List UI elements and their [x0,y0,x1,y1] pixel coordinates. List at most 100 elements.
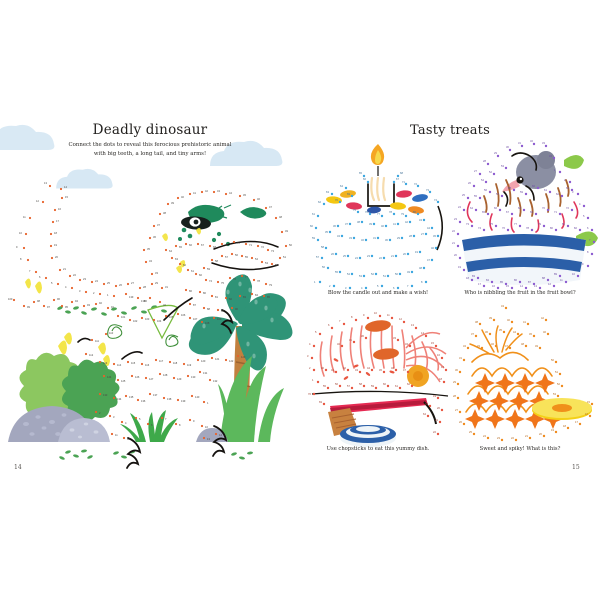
svg-text:62: 62 [318,200,321,204]
tail-marks [57,305,167,316]
svg-text:122: 122 [229,359,234,363]
svg-text:11: 11 [560,278,563,282]
svg-text:66: 66 [189,243,192,247]
svg-text:89: 89 [554,272,557,276]
left-page-subtitle: Connect the dots to reveal this ferociou… [0,141,300,159]
svg-text:7: 7 [165,417,167,421]
svg-text:80: 80 [550,226,553,230]
svg-text:54: 54 [347,272,350,276]
svg-text:5: 5 [583,214,585,218]
svg-text:81: 81 [215,295,218,299]
svg-text:12: 12 [127,437,130,441]
svg-text:92: 92 [99,301,102,305]
svg-text:6: 6 [151,423,153,427]
svg-text:26: 26 [459,420,462,424]
svg-text:15: 15 [431,341,434,345]
svg-text:45: 45 [529,332,532,336]
svg-text:27: 27 [131,281,134,285]
svg-text:2: 2 [93,291,95,295]
svg-text:12: 12 [548,282,551,286]
svg-text:17: 17 [575,420,578,424]
svg-text:65: 65 [179,245,182,249]
caption-birthday-cake: Blow the candle out and make a wish! [327,290,429,296]
svg-text:97: 97 [47,305,50,309]
svg-text:53: 53 [359,274,362,278]
svg-text:57: 57 [316,255,319,259]
svg-text:3: 3 [345,286,347,290]
svg-text:46: 46 [431,246,434,250]
svg-text:79: 79 [538,222,541,226]
svg-text:62: 62 [556,192,559,196]
page-number-right: 15 [572,464,580,471]
svg-text:67: 67 [201,243,204,247]
sushi-dots [310,314,448,436]
svg-text:9: 9 [363,313,365,317]
svg-text:25: 25 [469,430,472,434]
fruit-bowl-body [462,234,586,285]
svg-text:1: 1 [207,401,209,405]
pineapple-dots [456,306,594,442]
subtitle-line-1: Connect the dots to reveal this ferociou… [68,142,232,148]
svg-text:7: 7 [589,238,591,242]
svg-text:31: 31 [165,285,168,289]
svg-text:16: 16 [492,284,495,288]
ground-marks [59,449,253,460]
svg-text:74: 74 [434,198,437,202]
svg-text:63: 63 [566,186,569,190]
svg-text:3: 3 [79,289,81,293]
svg-text:16: 16 [58,207,61,211]
svg-text:59: 59 [371,384,374,388]
svg-text:5: 5 [51,281,53,285]
svg-text:29: 29 [494,151,497,155]
svg-text:55: 55 [474,194,477,198]
svg-text:30: 30 [144,299,147,303]
svg-text:56: 56 [322,265,325,269]
svg-text:4: 4 [309,342,311,346]
svg-text:42: 42 [541,316,544,320]
page-number-left: 14 [14,464,22,471]
svg-text:10: 10 [374,311,377,315]
svg-text:88: 88 [207,307,210,311]
svg-text:23: 23 [497,436,500,440]
svg-text:34: 34 [149,259,152,263]
svg-text:119: 119 [187,363,192,367]
svg-text:21: 21 [452,241,455,245]
svg-text:19: 19 [458,265,461,269]
svg-text:29: 29 [155,281,158,285]
svg-text:60: 60 [310,224,313,228]
svg-text:70: 70 [308,392,311,396]
svg-text:22: 22 [452,229,455,233]
svg-text:40: 40 [321,366,324,370]
svg-text:14: 14 [219,433,222,437]
svg-text:42: 42 [405,220,408,224]
svg-text:71: 71 [402,180,405,184]
svg-text:5: 5 [139,417,141,421]
svg-text:81: 81 [562,222,565,226]
right-page: Tasty treats [300,112,600,492]
svg-text:70: 70 [542,206,545,210]
pineapple-leaves [469,325,523,355]
svg-text:49: 49 [285,229,288,233]
svg-text:104: 104 [157,319,162,323]
svg-text:33: 33 [542,141,545,145]
svg-text:30: 30 [506,145,509,149]
svg-text:14: 14 [520,284,523,288]
svg-text:17: 17 [478,282,481,286]
soy-sauce-bowl [340,425,396,447]
svg-text:31: 31 [349,338,352,342]
svg-text:11: 11 [387,313,390,317]
svg-text:13: 13 [411,323,414,327]
svg-text:7: 7 [339,319,341,323]
svg-text:4: 4 [65,285,67,289]
svg-text:46: 46 [391,366,394,370]
svg-text:115: 115 [131,361,136,365]
svg-text:26: 26 [331,252,334,256]
svg-text:4: 4 [361,286,363,290]
svg-text:134: 134 [117,397,122,401]
svg-text:43: 43 [419,218,422,222]
svg-text:31: 31 [373,236,376,240]
svg-text:75: 75 [221,281,224,285]
svg-text:66: 66 [494,206,497,210]
svg-text:26: 26 [468,181,471,185]
